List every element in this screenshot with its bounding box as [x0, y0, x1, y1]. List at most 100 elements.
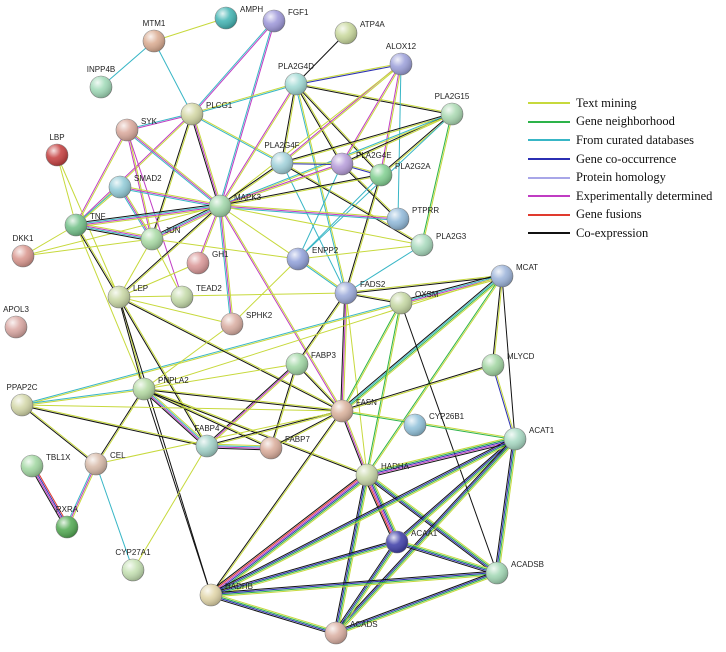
node-pla2g3[interactable]: PLA2G3: [410, 232, 467, 257]
node-pla2g2a[interactable]: PLA2G2A: [369, 162, 431, 187]
node-fabp7[interactable]: FABP7: [259, 435, 310, 460]
node-mlycd[interactable]: MLYCD: [481, 352, 535, 377]
edge-fgf1-plcg1: [191, 20, 275, 115]
node-fasn[interactable]: FASN: [330, 398, 377, 423]
node-lbp[interactable]: LBP: [45, 133, 69, 167]
node-atp4a[interactable]: ATP4A: [334, 20, 385, 45]
node-jun[interactable]: JUN: [140, 226, 181, 251]
node-ppap2c[interactable]: PPAP2C: [7, 383, 38, 417]
edge-strand: [119, 187, 220, 208]
node-gloss: [486, 562, 508, 584]
node-alox12[interactable]: ALOX12: [386, 42, 417, 76]
node-pla2g4d[interactable]: PLA2G4D: [278, 62, 314, 96]
node-acads[interactable]: ACADS: [324, 620, 378, 645]
node-mapk3[interactable]: MAPK3: [208, 193, 262, 218]
edge-strand: [342, 163, 399, 219]
node-label: PLA2G3: [436, 232, 467, 241]
edge-strand: [369, 473, 401, 541]
node-label: CEL: [110, 451, 126, 460]
edge-strand: [118, 262, 199, 298]
edge-pla2g15-enpp2: [297, 113, 453, 260]
node-label: TEAD2: [196, 284, 222, 293]
edge-strand: [342, 293, 348, 412]
node-syk[interactable]: SYK: [115, 117, 158, 142]
node-rxra[interactable]: RXRA: [55, 505, 79, 539]
edge-strand: [220, 204, 399, 219]
node-label: INPP4B: [87, 65, 115, 74]
edge-strand: [210, 595, 336, 635]
edge-strand: [120, 185, 221, 206]
edge-strand: [211, 475, 368, 596]
node-cyp26b1[interactable]: CYP26B1: [403, 412, 465, 437]
legend-swatch: [528, 213, 570, 216]
node-hadhb[interactable]: HADHB: [199, 582, 253, 607]
edge-strand: [210, 571, 497, 595]
node-plcg1[interactable]: PLCG1: [180, 101, 233, 126]
edge-oxsm-hadha: [365, 302, 403, 476]
node-fabp3[interactable]: FABP3: [285, 351, 336, 376]
edge-strand: [211, 543, 398, 598]
node-smad2[interactable]: SMAD2: [108, 174, 162, 199]
node-gloss: [263, 10, 285, 32]
node-tnf[interactable]: TNF: [64, 212, 106, 237]
node-ptprr[interactable]: PTPRR: [386, 206, 439, 231]
node-pla2g4f[interactable]: PLA2G4F: [264, 141, 300, 175]
edge-fads2-lep: [118, 292, 347, 298]
edge-fabp3-fabp7: [269, 363, 299, 449]
node-amph[interactable]: AMPH: [214, 5, 263, 30]
edge-strand: [127, 129, 154, 239]
node-label: ACAA1: [411, 529, 438, 538]
node-pla2g15[interactable]: PLA2G15: [435, 92, 470, 126]
edge-strand: [400, 274, 502, 303]
node-tead2[interactable]: TEAD2: [170, 284, 222, 309]
node-lep[interactable]: LEP: [107, 284, 148, 309]
edge-pla2g4d-pla2g4f: [280, 83, 298, 164]
edge-tnf-jun: [75, 222, 153, 242]
node-mcat[interactable]: MCAT: [490, 263, 538, 288]
edge-pla2g4d-pla2g4e: [294, 83, 344, 165]
node-pnpla2[interactable]: PNPLA2: [132, 376, 189, 401]
edge-lbp-lep: [56, 154, 120, 298]
node-inpp4b[interactable]: INPP4B: [87, 65, 115, 99]
node-pla2g4e[interactable]: PLA2G4E: [330, 151, 392, 176]
node-apol3[interactable]: APOL3: [3, 305, 29, 339]
edge-strand: [366, 438, 516, 476]
edge-strand: [219, 162, 342, 206]
edge-pla2g15-pla2g4f: [281, 112, 453, 165]
edge-strand: [118, 205, 220, 297]
node-label: LBP: [49, 133, 64, 142]
node-acaa1[interactable]: ACAA1: [385, 529, 438, 554]
edge-strand: [207, 411, 343, 448]
node-acadsb[interactable]: ACADSB: [485, 560, 544, 585]
edge-strand: [336, 439, 516, 634]
node-cyp27a1[interactable]: CYP27A1: [115, 548, 151, 582]
edge-strand: [22, 403, 208, 446]
node-gloss: [200, 584, 222, 606]
edge-strand: [340, 274, 502, 410]
edge-mcat-pnpla2: [143, 275, 503, 390]
node-gloss: [85, 453, 107, 475]
node-fads2[interactable]: FADS2: [334, 280, 386, 305]
node-gh1[interactable]: GH1: [186, 250, 229, 275]
node-oxsm[interactable]: OXSM: [389, 290, 439, 315]
node-hadha[interactable]: HADHA: [355, 462, 410, 487]
edge-fasn-fabp7: [270, 409, 343, 450]
node-dkk1[interactable]: DKK1: [11, 234, 35, 268]
node-label: ALOX12: [386, 42, 417, 51]
node-tbl1x[interactable]: TBL1X: [20, 453, 71, 478]
node-enpp2[interactable]: ENPP2: [286, 246, 339, 271]
node-mtm1[interactable]: MTM1: [143, 19, 166, 53]
node-acat1[interactable]: ACAT1: [503, 426, 555, 451]
node-fabp4[interactable]: FABP4: [195, 424, 220, 458]
edge-strand: [125, 130, 152, 240]
node-label: FADS2: [360, 280, 386, 289]
edge-strand: [365, 302, 401, 475]
node-fgf1[interactable]: FGF1: [262, 8, 309, 33]
node-cel[interactable]: CEL: [84, 451, 126, 476]
edge-strand: [497, 439, 517, 574]
node-gloss: [331, 400, 353, 422]
edge-strand: [75, 113, 192, 225]
edge-strand: [153, 17, 227, 42]
edge-strand: [126, 129, 221, 207]
node-sphk2[interactable]: SPHK2: [220, 311, 273, 336]
